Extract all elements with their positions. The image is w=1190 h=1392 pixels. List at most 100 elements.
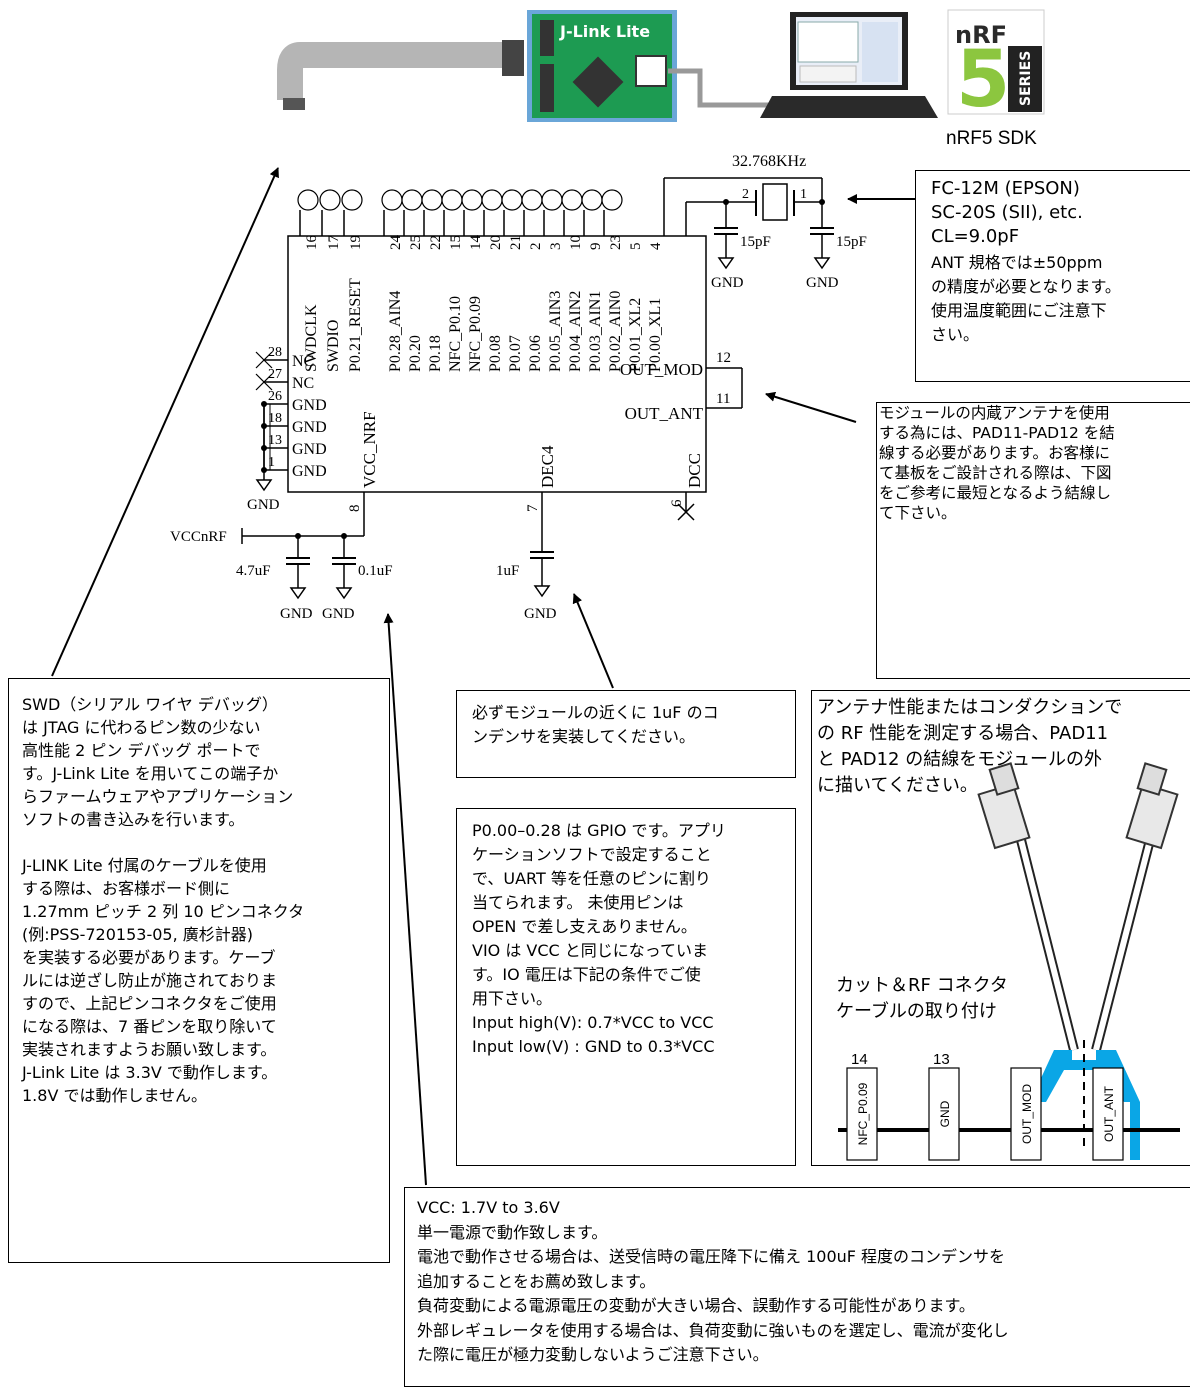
svg-text:5: 5 [956, 35, 1010, 125]
pin-number: 22 [428, 235, 444, 250]
pin-out-mod-label: OUT_MOD [620, 360, 703, 379]
nrf5-series-logo: nRF 5 SERIES [947, 9, 1045, 125]
pin-name-label: P0.07 [507, 335, 524, 372]
pin-number: 28 [268, 345, 282, 360]
pin-name-label: P0.02_AIN0 [607, 291, 624, 372]
pin-number: 15 [448, 235, 464, 250]
callout-arrows [51, 167, 915, 1186]
svg-text:GND: GND [806, 275, 839, 291]
pad [1010, 1067, 1042, 1161]
pin-number: 26 [268, 389, 282, 404]
rf-caption-line2: ケーブルの取り付け [836, 1001, 997, 1022]
pin-number: 18 [268, 411, 282, 426]
pin-out-ant-label: OUT_ANT [625, 404, 704, 423]
crystal-circuit: 32.768KHz 2 1 15pF GND 15pF GND [663, 153, 867, 291]
pin-number: 3 [548, 243, 564, 251]
pad-number: 13 [933, 1051, 950, 1068]
left-gnd-label: GND [247, 497, 280, 513]
pad-label: GND [938, 1100, 952, 1127]
sdk-caption: nRF5 SDK [946, 128, 1037, 149]
pad [1092, 1067, 1124, 1161]
pad-label: NFC_P0.09 [856, 1082, 870, 1145]
jlink-cable [277, 40, 524, 110]
pin-number: 2 [528, 243, 544, 251]
svg-text:15pF: 15pF [740, 234, 771, 250]
pin-name-label: GND [292, 397, 327, 414]
svg-text:2: 2 [742, 187, 749, 202]
pin-number: 23 [608, 235, 624, 250]
svg-text:8: 8 [347, 505, 363, 513]
pin-name-label: P0.21_RESET [347, 278, 364, 372]
pin-number: 25 [408, 235, 424, 250]
pin-number: 16 [304, 235, 320, 251]
pin-name-label: P0.00_XL1 [647, 298, 664, 372]
svg-text:GND: GND [280, 606, 313, 622]
pin-dcc-label: DCC [685, 453, 704, 488]
pin-number: 14 [468, 235, 484, 251]
pin-name-label: NC [292, 353, 314, 370]
pin-name-label: P0.18 [427, 335, 444, 372]
pin-name-label: P0.01_XL2 [627, 298, 644, 372]
pin-name-label: NFC_P0.09 [467, 296, 484, 372]
svg-text:4.7uF: 4.7uF [236, 563, 271, 579]
pin-name-label: P0.03_AIN1 [587, 291, 604, 372]
pin-name-label: SWDIO [325, 320, 342, 372]
crystal-note-box: FC-12M (EPSON) SC-20S (SII), etc. CL=9.0… [915, 170, 1190, 382]
pad-label: OUT_ANT [1102, 1085, 1116, 1142]
bottom-pins: 8 VCC_NRF 7 DEC4 6 DCC [347, 411, 704, 552]
dec4-note-box: 必ずモジュールの近くに 1uF のコ ンデンサを実装してください。 [456, 690, 796, 778]
rf-note-box: アンテナ性能またはコンダクションで の RF 性能を測定する場合、PAD11 と… [811, 690, 1190, 1166]
rf-probe-left [977, 762, 1079, 1052]
svg-text:1uF: 1uF [496, 563, 519, 579]
pin-number: 5 [628, 243, 644, 251]
svg-text:6: 6 [669, 499, 685, 507]
svg-text:nRF: nRF [955, 21, 1007, 49]
svg-text:GND: GND [322, 606, 355, 622]
pin-number: 27 [268, 367, 282, 382]
pin-name-label: NC [292, 375, 314, 392]
svg-text:GND: GND [524, 606, 557, 622]
svg-text:1: 1 [800, 187, 807, 202]
laptop-icon [760, 12, 938, 118]
gpio-note-box: P0.00–0.28 は GPIO です。アプリ ケーションソフトで設定すること… [456, 808, 796, 1166]
pin-name-label: GND [292, 441, 327, 458]
jlink-lite-board: J-Link Lite [527, 10, 677, 122]
pin-number: 24 [388, 235, 404, 251]
pad [846, 1067, 878, 1161]
svg-text:GND: GND [711, 275, 744, 291]
pin-12-number: 12 [716, 350, 731, 366]
module-outline [287, 235, 707, 493]
pin-name-label: P0.04_AIN2 [567, 291, 584, 372]
pin-name-label: P0.06 [527, 335, 544, 372]
pin-number: 20 [488, 235, 504, 250]
pin-name-label: GND [292, 419, 327, 436]
pad-label: OUT_MOD [1020, 1084, 1034, 1144]
pin-number: 10 [568, 235, 584, 250]
power-network: VCCnRF 4.7uF 0.1uF GND GND 1uF GND [170, 528, 557, 622]
svg-text:SERIES: SERIES [1018, 51, 1034, 106]
crystal-frequency: 32.768KHz [732, 153, 806, 170]
pin-name-label: P0.20 [407, 335, 424, 372]
pin-number: 21 [508, 235, 524, 250]
pin-number: 1 [268, 455, 275, 470]
pin-number: 19 [348, 235, 364, 250]
pin-number: 17 [326, 235, 342, 251]
pin-number: 4 [648, 242, 664, 250]
svg-text:0.1uF: 0.1uF [358, 563, 393, 579]
swd-note-box: SWD（シリアル ワイヤ デバッグ） は JTAG に代わるピン数の少ない 高性… [8, 678, 390, 1263]
usb-cable [668, 68, 780, 108]
pin-name-label: GND [292, 463, 327, 480]
pin-name-label: P0.08 [487, 335, 504, 372]
pad-number: 14 [851, 1051, 868, 1068]
pin-dec4-label: DEC4 [538, 445, 557, 488]
antenna-note-box: モジュールの内蔵アンテナを使用 する為には、PAD11-PAD12 を結 線する… [876, 402, 1190, 679]
pin-number: 13 [268, 433, 282, 448]
svg-text:7: 7 [525, 504, 541, 512]
right-pins: 12 11 OUT_MOD OUT_ANT [620, 350, 743, 423]
pin-number: 9 [588, 243, 604, 251]
rf-caption-line1: カット＆RF コネクタ [836, 975, 1008, 996]
pin-name-label: NFC_P0.10 [447, 296, 464, 372]
